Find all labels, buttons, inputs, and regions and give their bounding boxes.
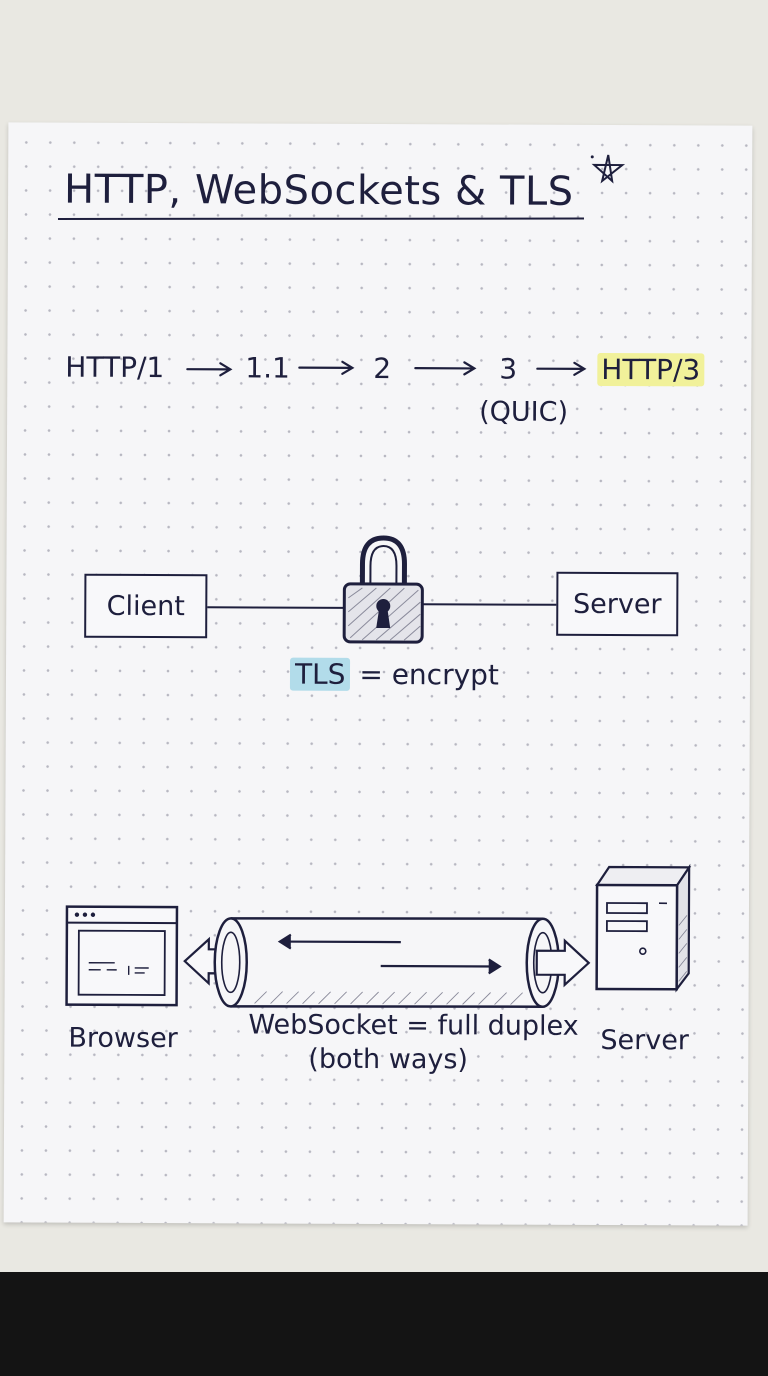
connection-line-left	[207, 606, 345, 609]
tls-caption: TLS = encrypt	[289, 657, 500, 692]
desk-background	[0, 1272, 768, 1376]
star-doodle-icon	[590, 154, 626, 184]
websocket-caption-line1: WebSocket = full duplex	[248, 1009, 579, 1042]
connection-line-right	[422, 603, 557, 606]
server-tower-icon	[595, 863, 692, 993]
server-tower-label: Server	[600, 1024, 690, 1057]
tls-connection	[207, 535, 557, 644]
arrow-right-icon	[186, 362, 233, 377]
arrow-right-icon	[298, 360, 355, 375]
padlock-icon	[342, 535, 424, 644]
right-flow-arrow-icon	[535, 938, 591, 988]
websocket-tube-icon	[213, 917, 560, 1008]
timeline-arrows	[186, 360, 587, 377]
tls-term-highlighted: TLS	[289, 657, 351, 691]
websocket-diagram	[65, 863, 692, 1008]
browser-label: Browser	[68, 1022, 178, 1055]
arrow-right-icon	[414, 361, 477, 376]
tls-definition: = encrypt	[359, 657, 500, 692]
browser-window-icon	[65, 905, 179, 1007]
websocket-caption-line2: (both ways)	[308, 1043, 469, 1076]
arrow-right-icon	[536, 361, 587, 376]
notebook-page: HTTP, WebSockets & TLS HTTP/1 1.1 2 3 HT…	[3, 122, 753, 1226]
